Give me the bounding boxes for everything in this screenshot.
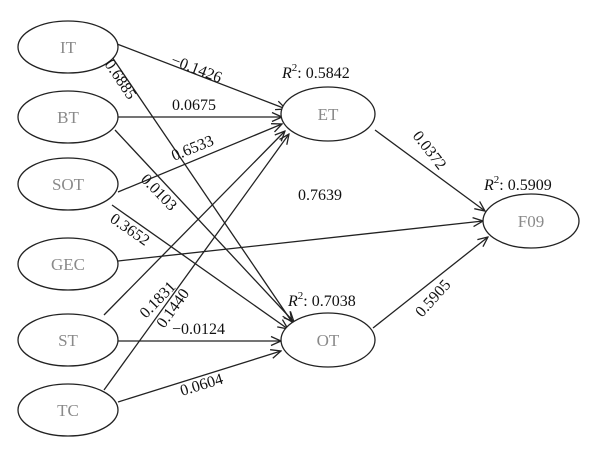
node-gec: GEC: [17, 237, 119, 291]
node-st-label: ST: [58, 331, 78, 350]
edge-tc-et: [103, 134, 289, 391]
edge-et-f09: [374, 129, 485, 211]
r2-ot-label: R2: 0.7038: [287, 290, 356, 310]
node-bt-label: BT: [57, 108, 79, 127]
edge-it-ot: [111, 56, 292, 322]
node-f09: F09: [482, 193, 580, 249]
coef-tc-ot: 0.0604: [178, 371, 225, 400]
coef-bt-et: 0.0675: [172, 97, 216, 114]
node-it: IT: [17, 20, 119, 74]
node-ot-label: OT: [317, 331, 340, 350]
coef-sot-et: 0.6533: [169, 132, 216, 164]
coef-et-f09: 0.0372: [409, 128, 449, 173]
node-tc: TC: [17, 383, 119, 437]
node-it-label: IT: [60, 38, 77, 57]
edge-gec-f09: [117, 221, 483, 262]
coef-it-et: −0.1426: [169, 52, 225, 87]
coef-sot-ot: 0.3652: [107, 210, 153, 249]
coef-it-ot: 0.6885: [101, 57, 140, 103]
node-bt: BT: [17, 90, 119, 144]
r2-f09-label: R2: 0.5909: [483, 174, 552, 194]
coef-ot-f09: 0.5905: [412, 277, 454, 321]
node-f09-label: F09: [518, 212, 544, 231]
node-tc-label: TC: [57, 401, 79, 420]
node-ot: OT: [280, 312, 376, 368]
coef-st-ot: −0.0124: [172, 321, 225, 338]
node-et-label: ET: [318, 105, 339, 124]
edge-ot-f09: [372, 237, 488, 329]
edge-st-et: [103, 131, 285, 316]
edge-sot-et: [117, 124, 282, 193]
node-et: ET: [280, 86, 376, 142]
edge-it-et: [116, 43, 286, 109]
node-sot: SOT: [17, 157, 119, 211]
edge-sot-ot: [111, 204, 288, 329]
r2-et-label: R2: 0.5842: [281, 62, 350, 82]
edge-tc-ot: [117, 351, 281, 403]
node-st: ST: [17, 313, 119, 367]
coef-gec-f09: 0.7639: [298, 187, 342, 204]
node-sot-label: SOT: [52, 175, 85, 194]
node-gec-label: GEC: [51, 255, 85, 274]
edge-bt-ot: [114, 129, 294, 322]
